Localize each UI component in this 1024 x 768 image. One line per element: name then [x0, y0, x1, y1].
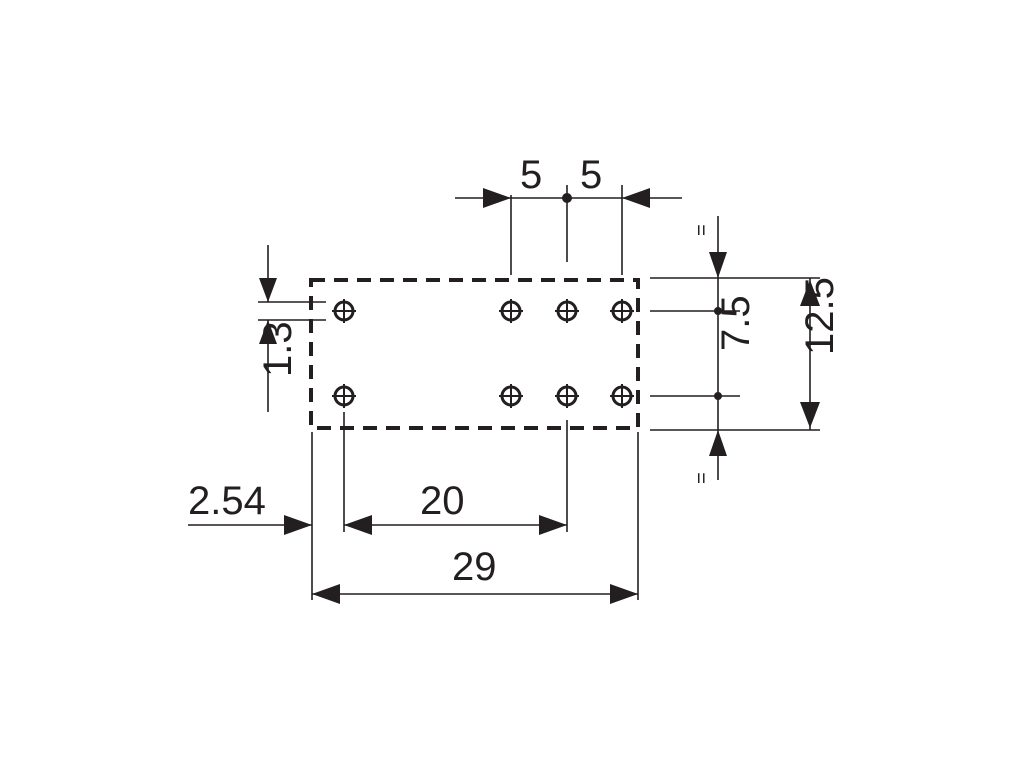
center-dot [562, 193, 572, 203]
pin [555, 299, 579, 323]
dimension-pin-span: 2.54 20 [188, 412, 639, 600]
label-edge-offset: 2.54 [188, 479, 266, 523]
dimension-length: 29 [312, 545, 638, 604]
dimension-width: 12.5 [650, 277, 842, 431]
pin [555, 384, 579, 408]
arrow-head [344, 515, 372, 535]
dimension-pitch-top: 5 5 [455, 153, 682, 275]
row-dot [714, 307, 722, 315]
arrow-head [259, 320, 277, 344]
arrow-head [259, 278, 277, 302]
pin [610, 384, 634, 408]
arrow-head [800, 402, 820, 428]
arrow-head [312, 584, 340, 604]
label-equal-top: = [691, 224, 713, 236]
arrow-head [800, 280, 820, 306]
pin-row-top [332, 299, 634, 323]
label-pin-offset: 1.3 [256, 321, 300, 377]
arrow-head [483, 188, 511, 208]
arrow-head [709, 252, 727, 278]
label-pitch-left: 5 [520, 153, 542, 197]
row-dot [714, 392, 722, 400]
pin [332, 384, 356, 408]
label-row-spacing: 7.5 [714, 295, 758, 351]
dimension-pin-offset: 1.3 [256, 245, 326, 412]
arrow-head [709, 430, 727, 456]
pin-row-bottom [332, 384, 634, 408]
dimension-row-spacing: 7.5 = = [650, 216, 758, 484]
label-pin-span: 20 [420, 479, 465, 523]
arrow-head [284, 515, 312, 535]
label-width: 12.5 [798, 277, 842, 355]
label-equal-bottom: = [691, 472, 713, 484]
label-length: 29 [452, 545, 497, 589]
label-pitch-right: 5 [580, 153, 602, 197]
pin [332, 299, 356, 323]
arrow-head [539, 515, 567, 535]
pin [499, 384, 523, 408]
arrow-head [622, 188, 650, 208]
arrow-head [610, 584, 638, 604]
pin [610, 299, 634, 323]
pin [499, 299, 523, 323]
package-outline [309, 278, 640, 430]
